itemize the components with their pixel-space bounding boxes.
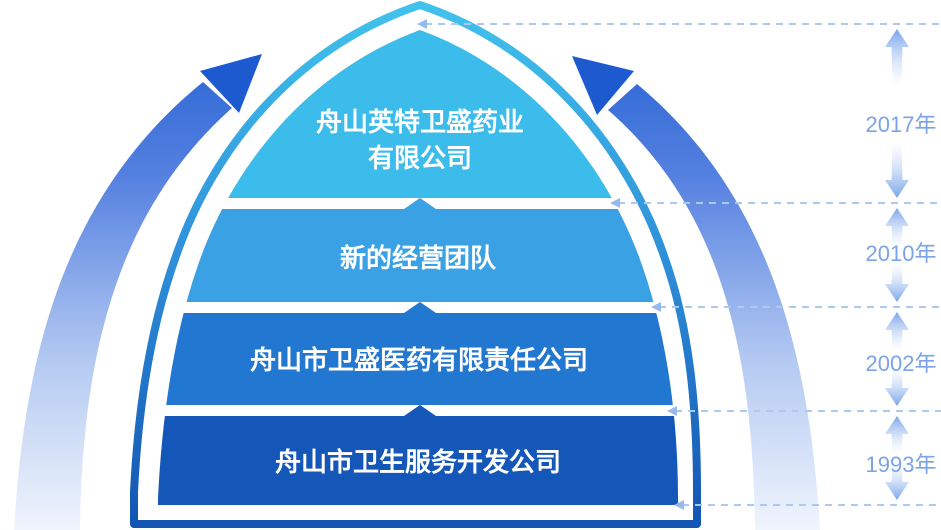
guide-tip-icon-2 (610, 198, 620, 208)
span-up-arrow-icon-1993 (885, 416, 909, 454)
span-down-arrow-icon-1993 (885, 462, 909, 500)
layer-3-label: 舟山市卫盛医药有限责任公司 (250, 345, 588, 375)
span-up-arrow-icon-2010 (885, 208, 909, 248)
growth-arrow-left-tail (14, 82, 232, 530)
guide-line-tips (417, 19, 684, 510)
guide-tip-icon-5 (674, 500, 684, 510)
year-label-2017: 2017年 (866, 112, 937, 137)
layer-3-shape (158, 302, 678, 405)
growth-arrow-right (572, 56, 820, 530)
dome-contour (130, 1, 701, 528)
growth-arrow-right-head-icon (572, 56, 634, 115)
layer-2-label: 新的经营团队 (340, 243, 497, 273)
span-arrows (885, 29, 909, 500)
span-down-arrow-icon-2017 (885, 140, 909, 198)
layer-2-shape (158, 198, 678, 302)
layer-1-label-line2: 有限公司 (368, 143, 472, 173)
layer-1-label-line1: 舟山英特卫盛药业 (316, 107, 524, 137)
span-up-arrow-icon-2002 (885, 312, 909, 352)
guide-lines (425, 23, 941, 506)
layer-4-label: 舟山市卫生服务开发公司 (275, 447, 561, 477)
growth-arrow-left (14, 54, 262, 530)
year-label-2010: 2010年 (866, 241, 937, 266)
span-down-arrow-icon-2010 (885, 262, 909, 302)
span-up-arrow-icon-2017 (885, 29, 909, 87)
layer-4-shape (158, 405, 678, 505)
growth-arrow-right-tail (608, 84, 820, 530)
growth-arrow-left-head-icon (200, 54, 262, 113)
guide-tip-icon-3 (651, 302, 661, 312)
span-down-arrow-icon-2002 (885, 366, 909, 406)
year-label-1993: 1993年 (866, 452, 937, 477)
year-label-2002: 2002年 (866, 351, 937, 376)
guide-tip-icon-4 (667, 406, 677, 416)
guide-tip-icon-1 (417, 19, 427, 29)
